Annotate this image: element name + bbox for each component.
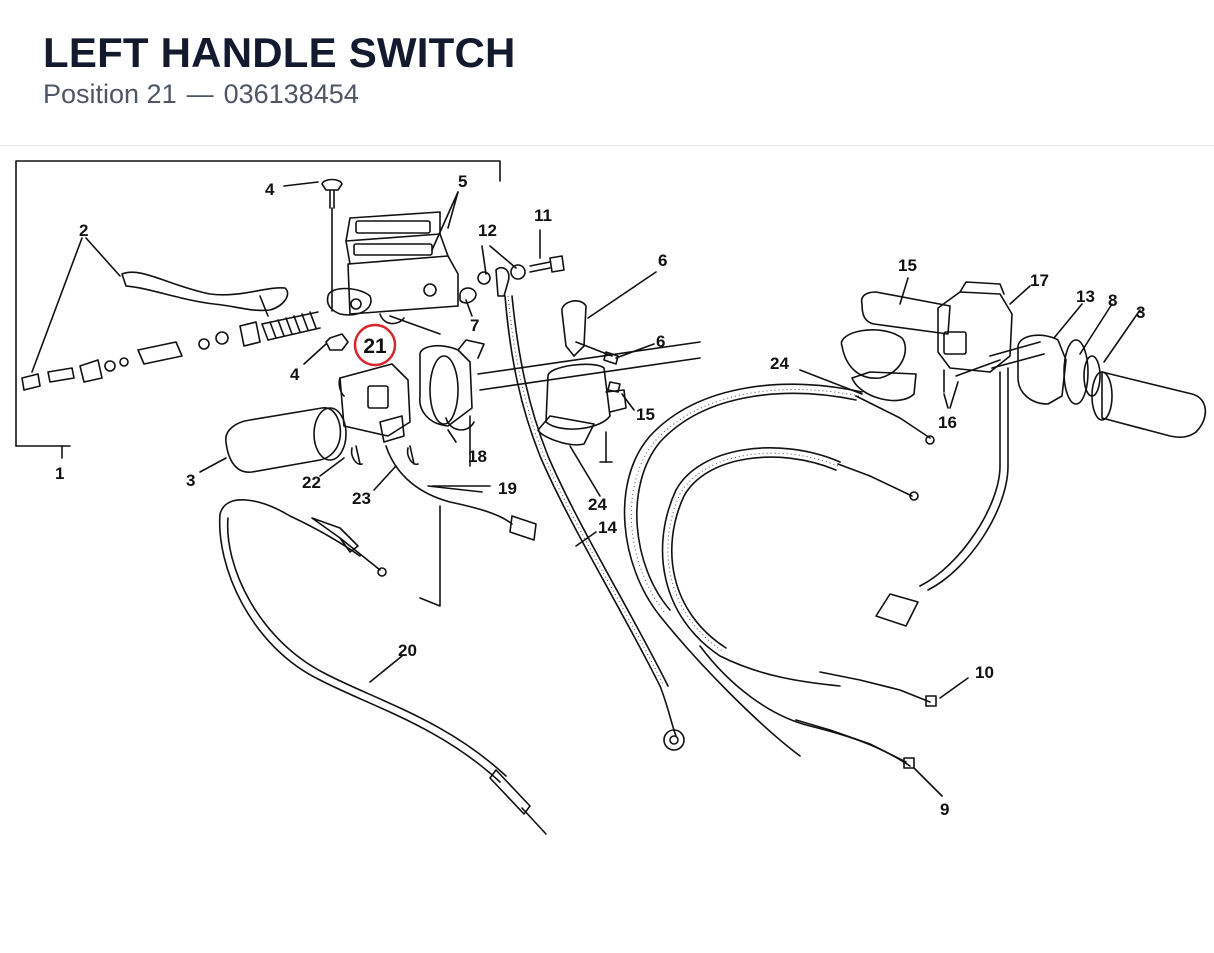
callout-label: 12 — [478, 221, 497, 240]
callout-label: 19 — [498, 479, 517, 498]
callout-label: 5 — [458, 172, 467, 191]
callout-label: 14 — [598, 518, 617, 537]
callout-label: 18 — [468, 447, 487, 466]
callout-label: 16 — [938, 413, 957, 432]
callout-label: 13 — [1076, 287, 1095, 306]
callout-label: 15 — [898, 256, 917, 275]
part-number: 036138454 — [223, 79, 359, 109]
callout-label: 10 — [975, 663, 994, 682]
callout-label: 8 — [1108, 291, 1117, 310]
page-header: LEFT HANDLE SWITCH Position 21 — 036138454 — [0, 0, 1214, 146]
callout-label: 4 — [290, 365, 300, 384]
highlighted-callout-label: 21 — [363, 335, 387, 358]
highlighted-callout-ring — [353, 323, 397, 367]
callout-label: 3 — [1136, 303, 1145, 322]
callout-label: 17 — [1030, 271, 1049, 290]
position-label: Position 21 — [43, 79, 177, 109]
callout-label: 23 — [352, 489, 371, 508]
callout-label: 6 — [658, 251, 667, 270]
callout-label: 11 — [534, 206, 552, 225]
callout-label: 2 — [79, 221, 88, 240]
callout-label: 20 — [398, 641, 417, 660]
callout-label: 4 — [265, 180, 275, 199]
callout-label: 1 — [55, 464, 64, 483]
callout-label: 3 — [186, 471, 195, 490]
callout-label: 22 — [302, 473, 321, 492]
callout-label: 24 — [588, 495, 607, 514]
exploded-parts-diagram: 1 2 3 3 4 4 5 6 6 7 8 9 10 11 12 13 14 1… — [15, 160, 1207, 835]
callout-label: 6 — [656, 332, 665, 351]
callout-label: 7 — [470, 316, 479, 335]
callout-label: 15 — [636, 405, 655, 424]
page-title: LEFT HANDLE SWITCH — [43, 29, 516, 76]
callout-label: 9 — [940, 800, 949, 819]
page-subtitle: Position 21 — 036138454 — [43, 78, 359, 110]
subtitle-separator: — — [186, 79, 214, 109]
callout-label: 24 — [770, 354, 789, 373]
